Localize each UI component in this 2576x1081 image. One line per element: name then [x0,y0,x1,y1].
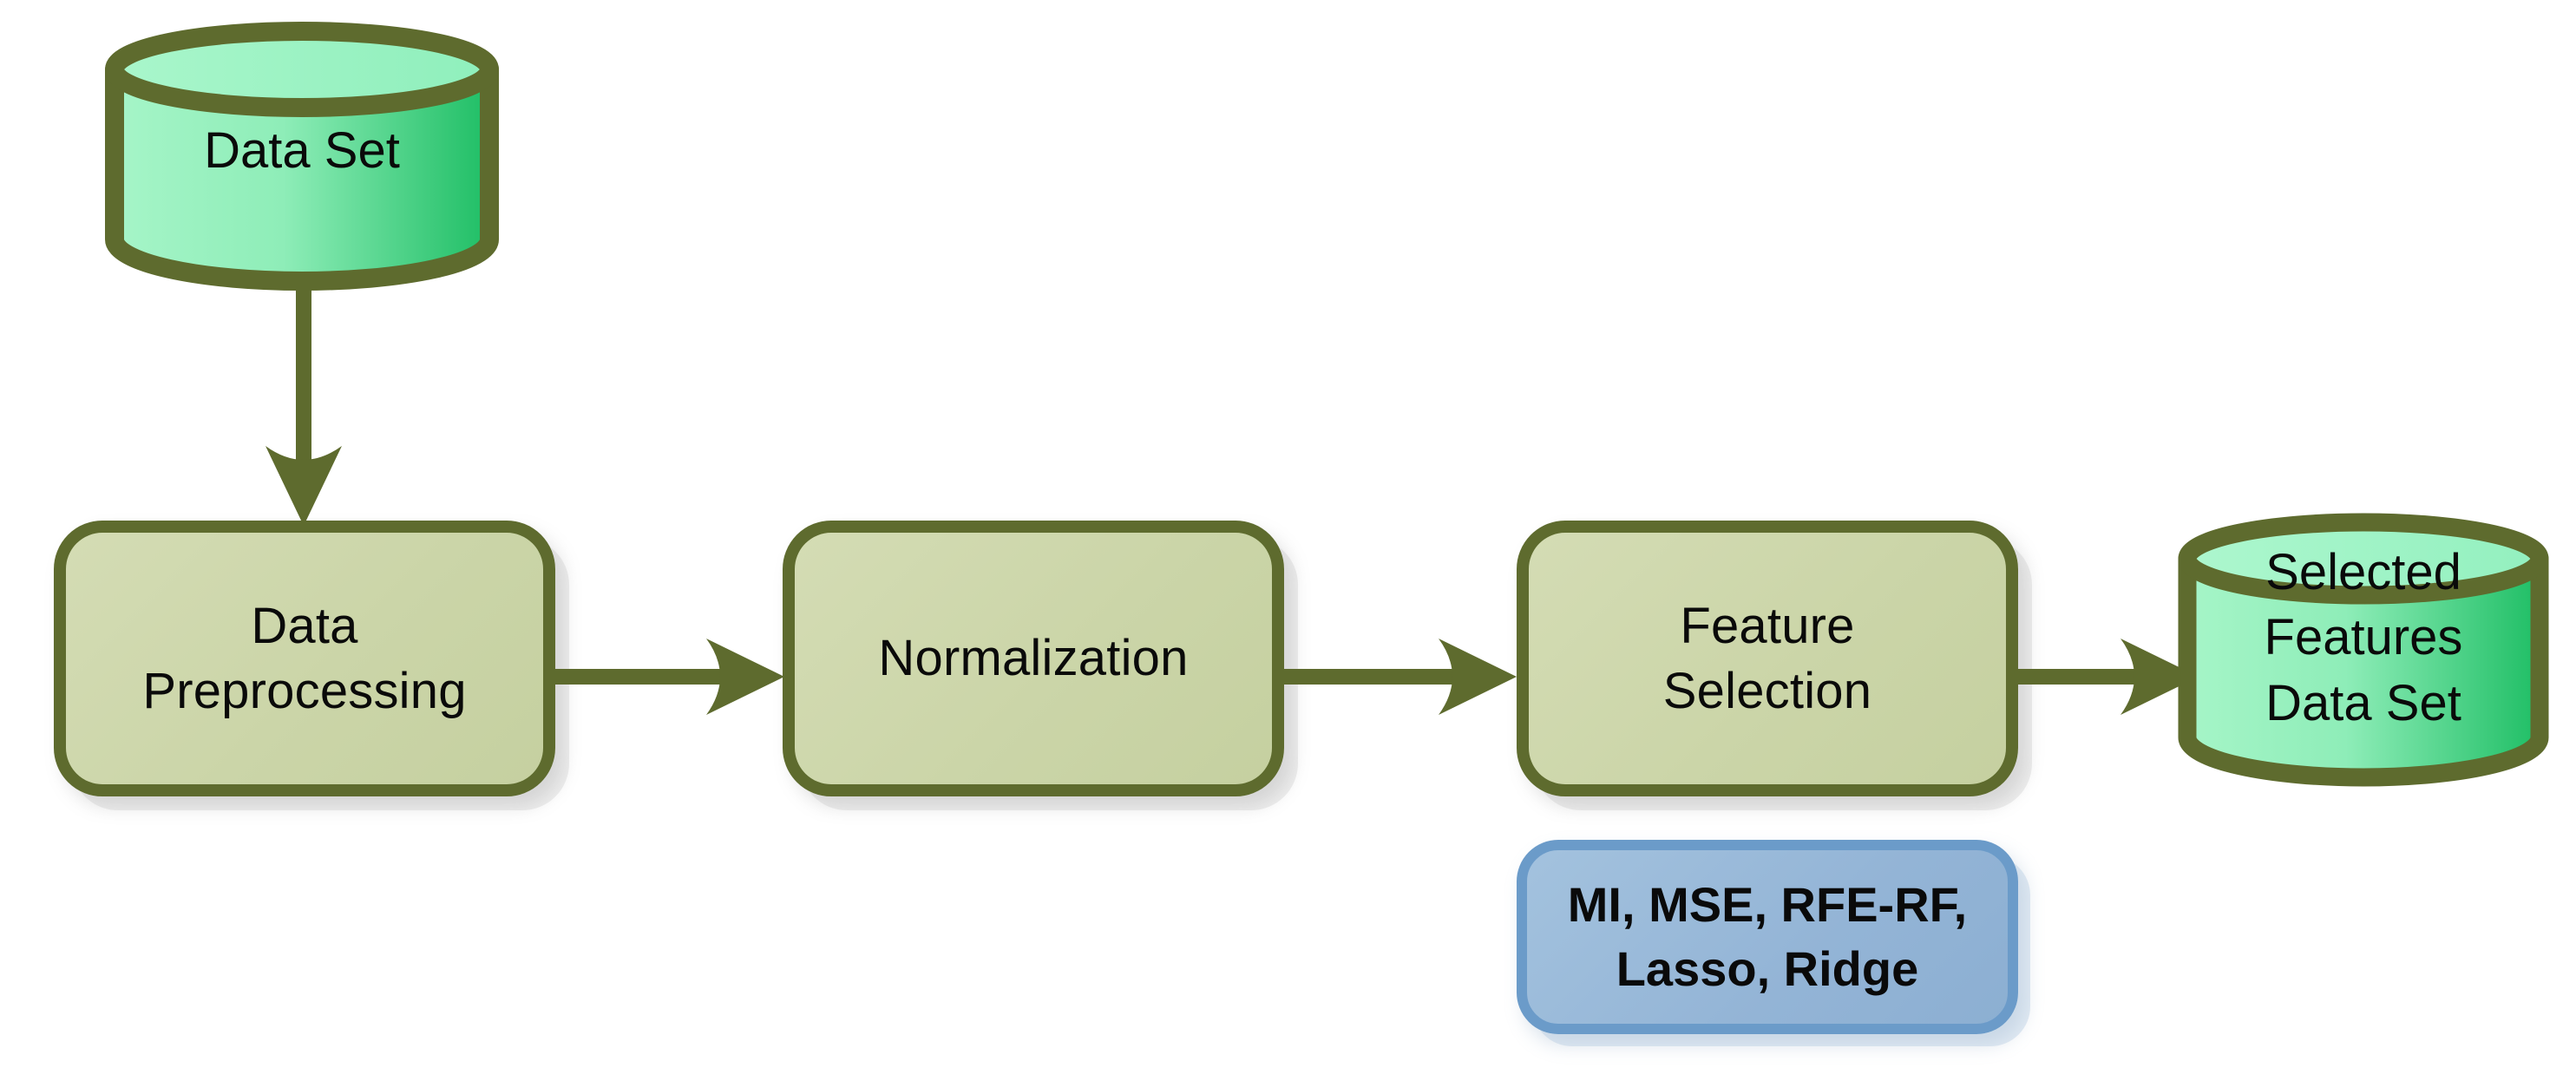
node-selected-features[interactable]: Selected Features Data Set [2176,510,2551,787]
edge-normalization-to-featureselection [1281,639,1517,715]
edge-dataset-to-preprocessing [265,276,342,526]
node-label-feature-selection: Feature Selection [1662,597,1872,719]
node-label-normalization: Normalization [878,630,1189,687]
node-methods-annotation[interactable]: MI, MSE, RFE-RF, Lasso, Ridge [1517,840,2018,1034]
edge-featureselection-to-selectedfeatures [2015,639,2199,715]
cylinder-shape [2178,513,2549,787]
node-label-data-preprocessing: Data Preprocessing [142,597,467,719]
cylinder-shape [105,22,499,291]
node-data-preprocessing[interactable]: Data Preprocessing [54,521,555,796]
node-feature-selection[interactable]: Feature Selection [1517,521,2018,796]
edge-preprocessing-to-normalization [552,639,784,715]
node-normalization[interactable]: Normalization [783,521,1284,796]
node-data-set[interactable]: Data Set [102,22,501,291]
node-label-methods: MI, MSE, RFE-RF, Lasso, Ridge [1567,877,1968,996]
